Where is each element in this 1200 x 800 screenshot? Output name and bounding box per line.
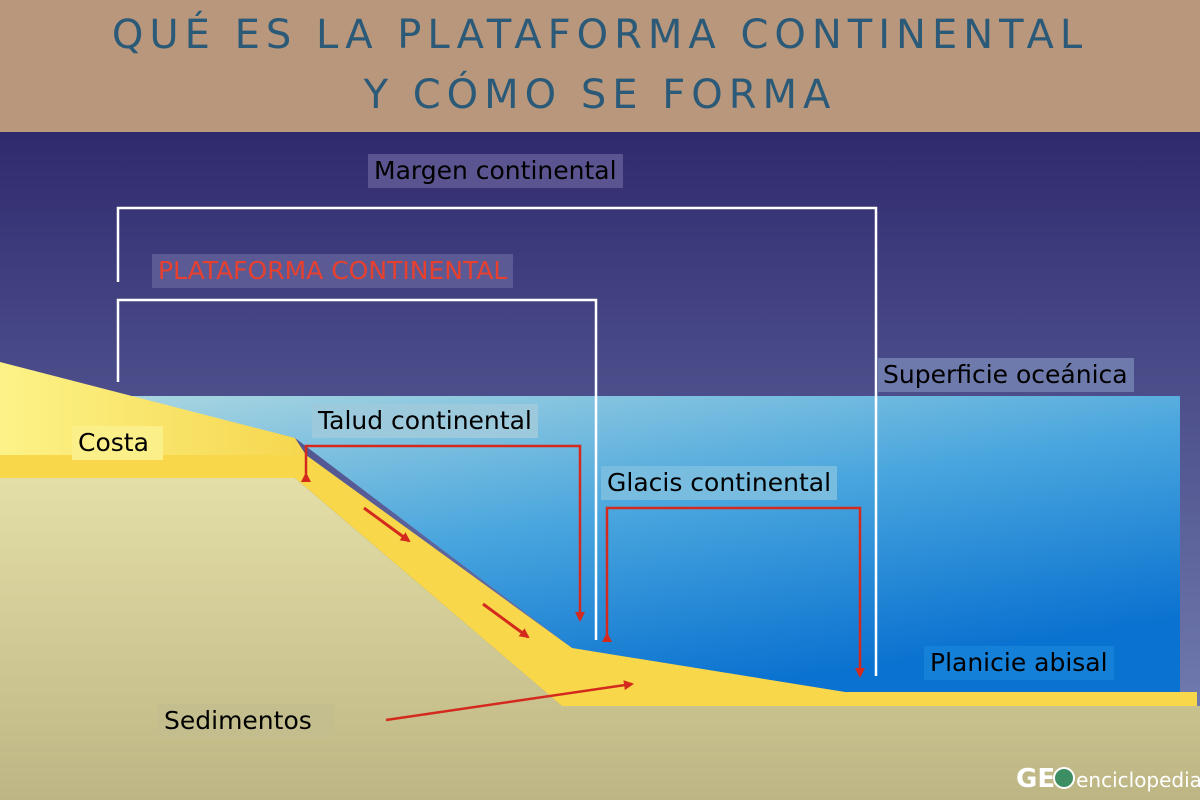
label-planicie-abisal: Planicie abisal xyxy=(924,646,1114,680)
sediment-flow-arrow-2 xyxy=(482,602,530,639)
logo-enciclopedia-text: enciclopedia xyxy=(1076,768,1200,792)
label-superficie-oceanica: Superficie oceánica xyxy=(877,358,1134,392)
sediment-layer xyxy=(0,455,1197,706)
plataforma-bracket xyxy=(116,298,598,640)
label-costa: Costa xyxy=(72,426,163,460)
talud-arrow xyxy=(301,444,585,622)
brand-logo: GE enciclopedia xyxy=(1016,764,1200,794)
title-banner: QUÉ ES LA PLATAFORMA CONTINENTAL Y CÓMO … xyxy=(0,0,1200,132)
label-glacis-continental: Glacis continental xyxy=(601,466,838,500)
logo-ge-text: GE xyxy=(1016,764,1056,794)
margen-bracket xyxy=(116,206,878,676)
label-sedimentos: Sedimentos xyxy=(158,704,334,738)
glacis-arrow xyxy=(602,506,865,678)
title-line-1: QUÉ ES LA PLATAFORMA CONTINENTAL xyxy=(111,12,1089,58)
ocean-water xyxy=(120,396,1180,692)
title-line-2: Y CÓMO SE FORMA xyxy=(363,72,837,118)
globe-icon xyxy=(1053,767,1076,789)
continental-margin-diagram xyxy=(0,132,1200,800)
sediment-flow-arrow-1 xyxy=(363,506,411,543)
label-margen-continental: Margen continental xyxy=(368,154,623,188)
sedimentos-arrow xyxy=(385,680,634,722)
label-talud-continental: Talud continental xyxy=(312,404,538,438)
label-plataforma-continental: PLATAFORMA CONTINENTAL xyxy=(152,254,514,288)
